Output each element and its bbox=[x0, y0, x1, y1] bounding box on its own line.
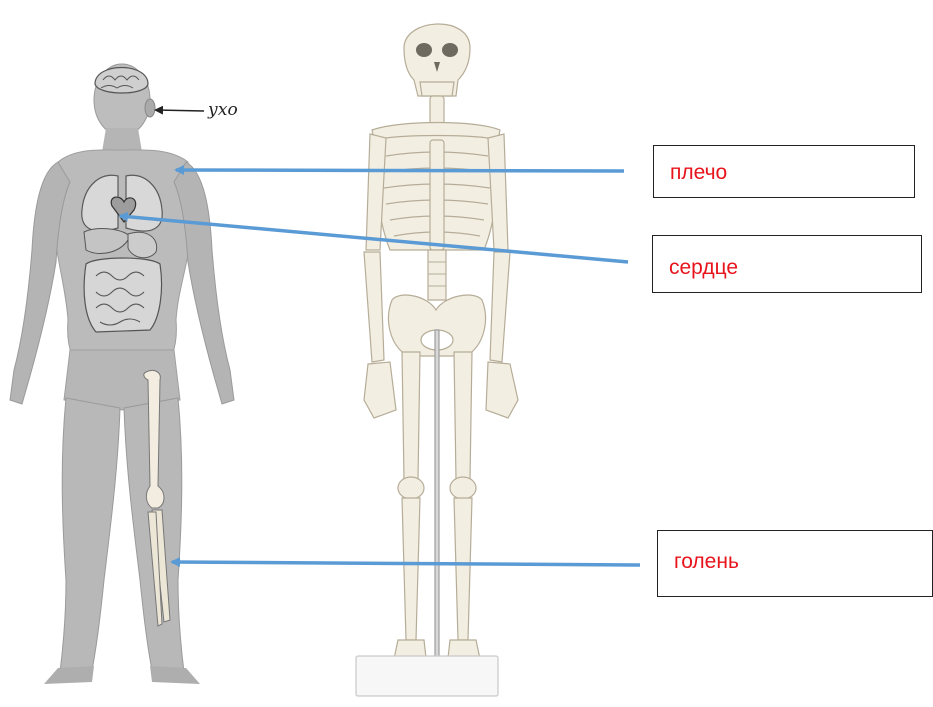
ear-arrow bbox=[156, 110, 204, 111]
human-body-figure bbox=[10, 64, 234, 684]
brain-icon bbox=[95, 68, 148, 94]
shin-label: голень bbox=[674, 550, 739, 574]
skeleton-model-figure bbox=[356, 24, 518, 696]
skeleton-stand-base bbox=[356, 656, 498, 696]
shin-arrow bbox=[172, 562, 640, 565]
ear-label: ухо bbox=[207, 100, 238, 120]
shin-label-box: голень bbox=[657, 530, 933, 597]
heart-label-box: сердце bbox=[652, 235, 922, 293]
shoulder-label: плечо bbox=[670, 161, 727, 185]
heart-label: сердце bbox=[669, 256, 738, 280]
shoulder-label-box: плечо bbox=[653, 145, 915, 198]
shoulder-arrow bbox=[176, 170, 624, 171]
